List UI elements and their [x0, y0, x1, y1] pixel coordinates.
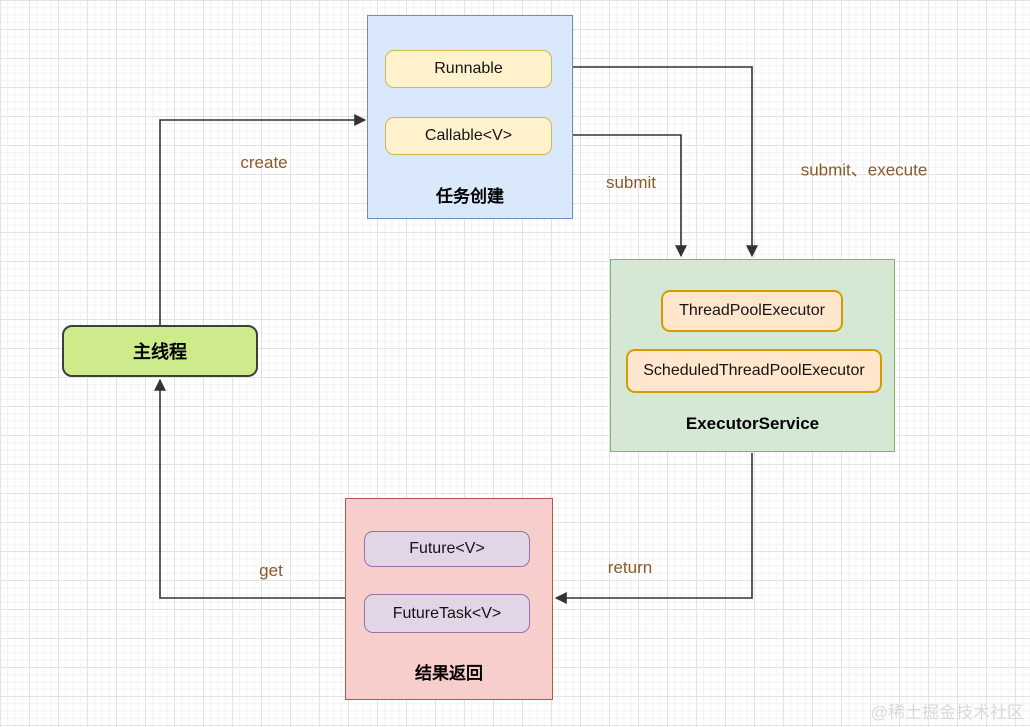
edge-label-submit-execute: submit、execute — [800, 160, 928, 180]
edge-label-get: get — [259, 561, 283, 580]
node-future-task: FutureTask<V> — [364, 594, 530, 633]
node-future-task-label: FutureTask<V> — [392, 604, 502, 622]
task-creation-title: 任务创建 — [436, 187, 504, 206]
node-future-label: Future<V> — [409, 540, 485, 557]
node-scheduled-thread-pool-executor: ScheduledThreadPoolExecutor — [626, 349, 882, 393]
edge-submit-arrow — [552, 134, 687, 258]
node-scheduled-thread-pool-executor-label: ScheduledThreadPoolExecutor — [643, 362, 865, 379]
node-main-thread-label: 主线程 — [133, 342, 187, 362]
edge-label-create: create — [240, 153, 288, 172]
edge-return-arrow — [554, 453, 753, 604]
edge-label-return: return — [607, 558, 653, 577]
node-runnable-label: Runnable — [434, 60, 503, 77]
edge-get-arrow — [154, 378, 345, 599]
node-thread-pool-executor-label: ThreadPoolExecutor — [679, 302, 825, 319]
executor-service-title: ExecutorService — [685, 414, 820, 433]
node-main-thread: 主线程 — [62, 325, 258, 377]
watermark-text: @稀土掘金技术社区 — [870, 703, 1024, 722]
node-runnable: Runnable — [385, 50, 552, 88]
node-future: Future<V> — [364, 531, 530, 567]
node-callable-label: Callable<V> — [424, 127, 513, 144]
node-task-creation: Runnable Callable<V> 任务创建 — [367, 15, 573, 219]
node-thread-pool-executor: ThreadPoolExecutor — [661, 290, 843, 332]
node-executor-service: ThreadPoolExecutor ScheduledThreadPoolEx… — [610, 259, 895, 452]
node-result-return: Future<V> FutureTask<V> 结果返回 — [345, 498, 553, 700]
result-return-title: 结果返回 — [415, 664, 483, 683]
edge-create-arrow — [159, 114, 367, 328]
edge-submit-execute-arrow — [552, 66, 758, 258]
node-callable: Callable<V> — [385, 117, 552, 155]
edge-label-submit: submit — [605, 173, 657, 192]
